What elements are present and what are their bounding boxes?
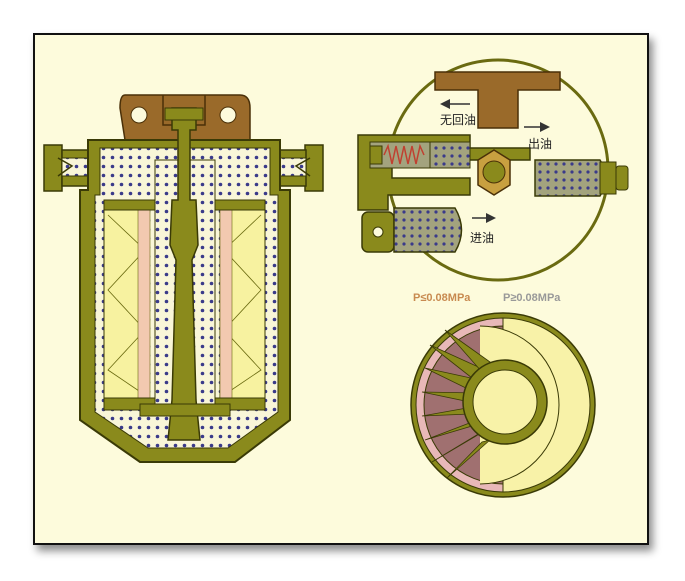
oil-in-arrow [472, 213, 496, 223]
pressure-low-label: P≤0.08MPa [413, 292, 471, 304]
outlet-fitting [534, 159, 629, 197]
spring [383, 143, 425, 165]
center-bolt [167, 107, 201, 441]
bracket-hole-right [219, 106, 237, 124]
bracket-hole-left [130, 106, 148, 124]
oil-out-arrow [524, 122, 550, 132]
filter-element-right [219, 209, 266, 399]
valve-head-section: 无回油 出油 进油 [357, 58, 629, 282]
relief-valve [369, 141, 471, 169]
no-return-arrow [440, 99, 470, 109]
head-bracket [434, 71, 561, 129]
inlet-fitting [361, 207, 463, 253]
oil-out-label: 出油 [528, 137, 552, 151]
oil-in-label: 进油 [470, 231, 494, 245]
no-return-label: 无回油 [440, 113, 476, 127]
filter-cross-section [43, 94, 324, 463]
disk-center-bore [472, 369, 538, 435]
valve-disk [410, 312, 596, 498]
filter-element-left [103, 209, 151, 399]
pressure-high-label: P≥0.08MPa [503, 292, 561, 304]
center-nut [477, 149, 511, 196]
